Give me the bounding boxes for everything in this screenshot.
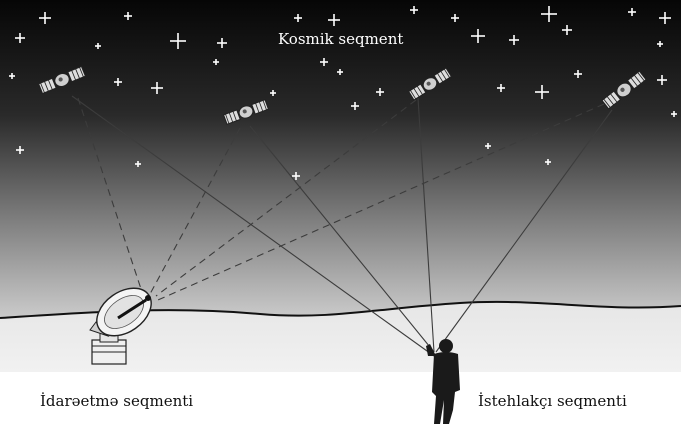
star-icon bbox=[535, 85, 549, 99]
star-icon bbox=[485, 143, 491, 149]
star-icon bbox=[657, 75, 667, 85]
star-icon bbox=[410, 6, 418, 14]
signal-line-sat1-user bbox=[71, 95, 435, 357]
signal-lines bbox=[71, 95, 613, 357]
user-segment-label: İstehlakçı seqmenti bbox=[478, 392, 627, 410]
star-icon bbox=[320, 58, 328, 66]
star-icon bbox=[659, 12, 671, 24]
star-icon bbox=[471, 29, 485, 43]
signal-line-sat4-user bbox=[435, 109, 613, 353]
star-icon bbox=[328, 14, 340, 26]
space-segment-label: Kosmik seqment bbox=[278, 30, 404, 48]
star-icon bbox=[9, 73, 15, 79]
star-icon bbox=[628, 8, 636, 16]
control-line-2 bbox=[149, 127, 241, 295]
star-icon bbox=[337, 69, 343, 75]
star-icon bbox=[294, 14, 302, 22]
star-icon bbox=[562, 25, 572, 35]
star-icon bbox=[135, 161, 141, 167]
sky-background bbox=[0, 0, 681, 330]
star-icon bbox=[114, 78, 122, 86]
star-icon bbox=[16, 146, 24, 154]
star-icon bbox=[671, 111, 677, 117]
stars bbox=[9, 6, 677, 180]
star-icon bbox=[657, 41, 663, 47]
star-icon bbox=[509, 35, 519, 45]
control-segment-label: İdarəetmə seqmenti bbox=[40, 392, 194, 410]
star-icon bbox=[497, 84, 505, 92]
signal-line-sat2-user bbox=[249, 125, 435, 353]
star-icon bbox=[95, 43, 101, 49]
star-icon bbox=[574, 70, 582, 78]
star-icon bbox=[270, 90, 276, 96]
star-icon bbox=[170, 33, 186, 49]
star-icon bbox=[541, 6, 557, 22]
control-line-1 bbox=[77, 97, 143, 293]
control-line-3 bbox=[155, 99, 417, 297]
star-icon bbox=[124, 12, 132, 20]
star-icon bbox=[217, 38, 227, 48]
star-icon bbox=[39, 12, 51, 24]
control-line-4 bbox=[157, 103, 605, 301]
star-icon bbox=[213, 59, 219, 65]
star-icon bbox=[545, 159, 551, 165]
user-silhouette bbox=[426, 339, 460, 424]
star-icon bbox=[292, 172, 300, 180]
star-icon bbox=[351, 102, 359, 110]
signal-line-sat3-user bbox=[417, 97, 435, 353]
star-icon bbox=[151, 82, 163, 94]
label-band bbox=[0, 372, 681, 428]
star-icon bbox=[15, 33, 25, 43]
star-icon bbox=[451, 14, 459, 22]
control-station-dish bbox=[89, 287, 152, 365]
star-icon bbox=[376, 88, 384, 96]
